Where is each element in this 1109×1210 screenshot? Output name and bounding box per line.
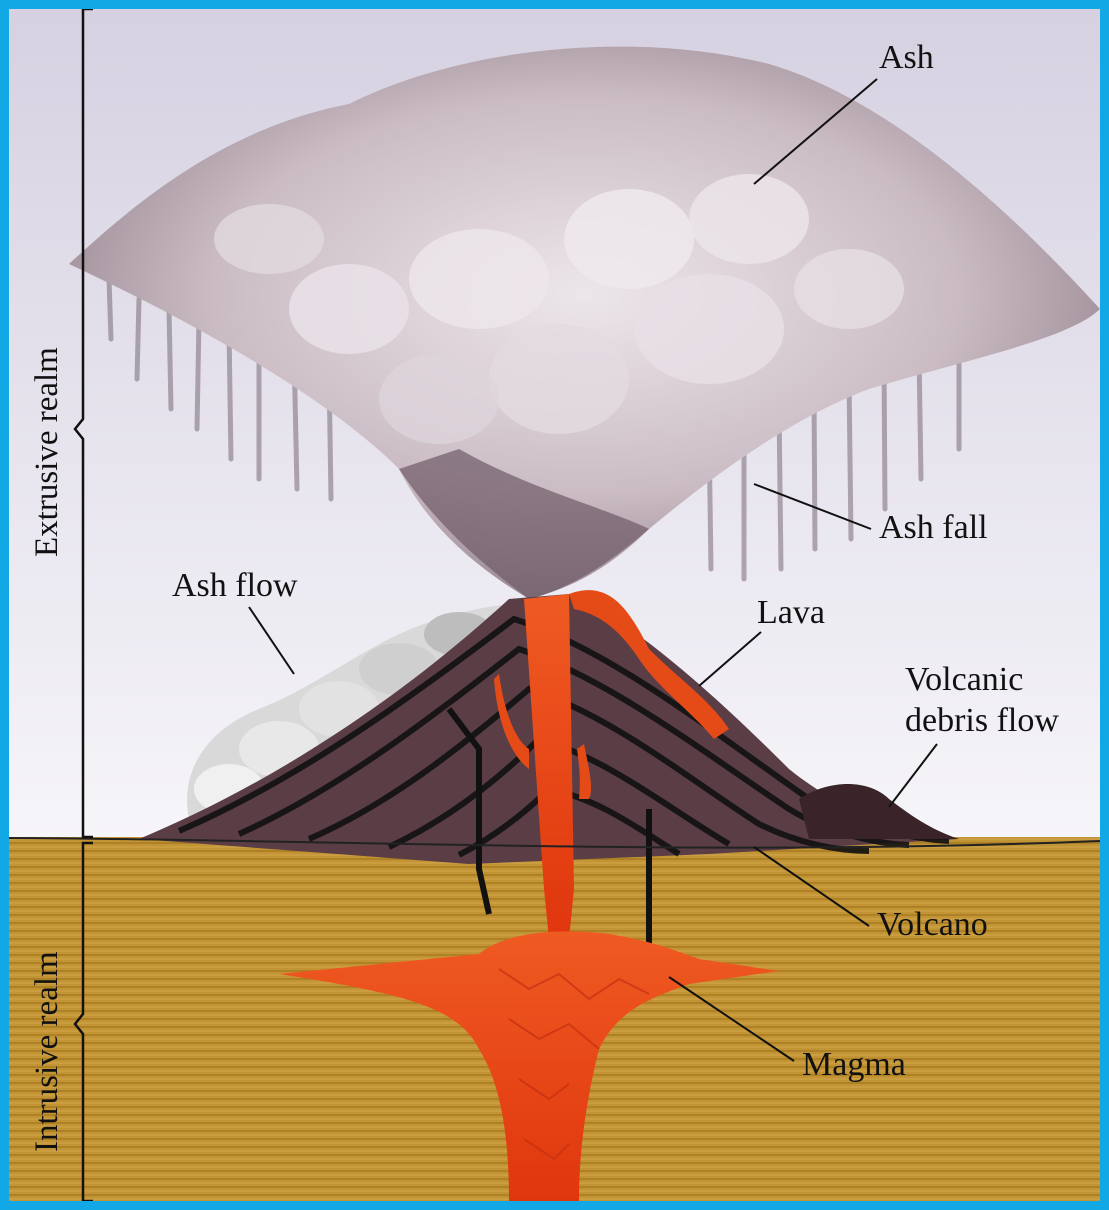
label-ash: Ash <box>879 39 934 77</box>
label-lava: Lava <box>757 594 825 632</box>
label-volcanic-debris-flow-line2: debris flow <box>905 702 1059 740</box>
volcano-illustration <box>9 9 1100 1201</box>
label-magma: Magma <box>802 1046 906 1084</box>
label-volcano: Volcano <box>877 906 988 944</box>
label-ash-fall: Ash fall <box>879 509 988 547</box>
intrusive-realm-label: Intrusive realm <box>29 951 66 1152</box>
extrusive-realm-label: Extrusive realm <box>29 347 66 557</box>
label-volcanic-debris-flow-line1: Volcanic <box>905 661 1023 699</box>
label-ash-flow: Ash flow <box>172 567 298 605</box>
